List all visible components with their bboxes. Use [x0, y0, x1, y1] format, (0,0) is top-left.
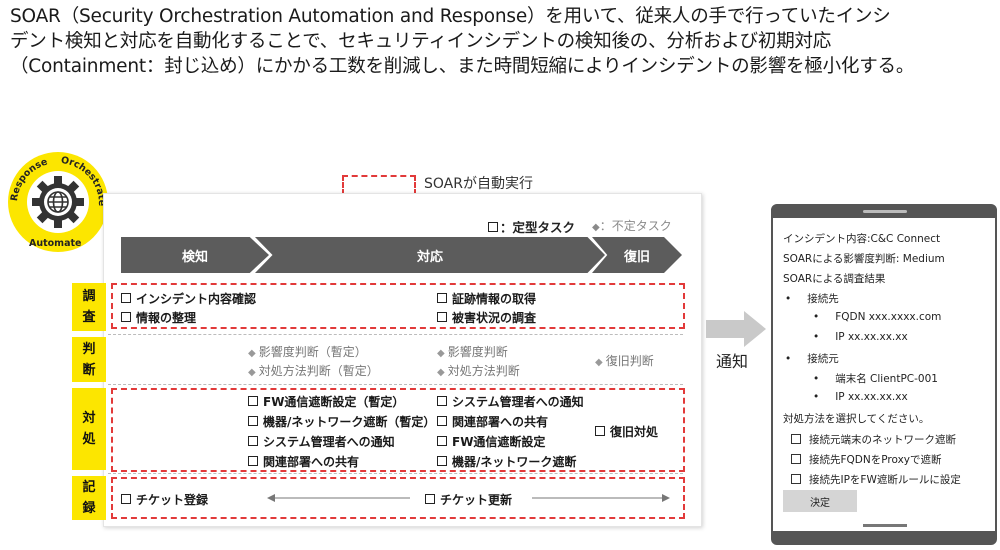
investigation-result-title: SOARによる調査結果: [783, 273, 886, 285]
row-separator: [108, 334, 683, 336]
soar-area-record: [111, 477, 685, 519]
row-label-char: 記: [82, 480, 96, 495]
intro-text: SOAR（Security Orchestration Automation a…: [10, 4, 995, 79]
badge-automate-label: Automate: [29, 238, 81, 249]
task-item: FW通信遮断設定（暫定）: [248, 393, 404, 410]
task-item: チケット更新: [425, 491, 512, 508]
intro-line-1: SOAR（Security Orchestration Automation a…: [10, 6, 891, 27]
intro-line-3: （Containment：封じ込め）にかかる工数を削減し、また時間短縮によりイン…: [10, 56, 915, 77]
dest-heading: •接続先: [785, 293, 839, 305]
legend-soar-text: SOARが自動実行: [424, 176, 533, 192]
optional-task-item: ◆対処方法判断: [437, 364, 520, 378]
task-item: システム管理者への通知: [437, 393, 584, 410]
tablet-device: インシデント内容:C&C Connect SOARによる影響度判断: Mediu…: [771, 204, 997, 545]
dest-ip: •IP xx.xx.xx.xx: [813, 331, 908, 343]
soar-area-respond: [111, 388, 685, 472]
task-item: 機器/ネットワーク遮断（暫定）: [248, 413, 435, 430]
checkbox-icon: [791, 454, 801, 464]
task-item: 情報の整理: [121, 309, 196, 326]
task-item: FW通信遮断設定: [437, 433, 545, 450]
row-label-char: 査: [82, 310, 96, 325]
src-host: •端末名 ClientPC-001: [813, 373, 938, 385]
row-label-judge: 判 断: [72, 337, 106, 382]
tablet-top-bar: [773, 206, 995, 218]
tablet-bottom-bar: [773, 531, 995, 543]
row-separator: [108, 384, 683, 386]
row-label-char: 判: [82, 341, 96, 357]
option-isolate-client[interactable]: 接続元端末のネットワーク遮断: [791, 432, 956, 447]
checkbox-icon: [791, 434, 801, 444]
incident-content: インシデント内容:C&C Connect: [783, 233, 941, 245]
row-label-char: 断: [82, 362, 96, 378]
row-label-investigate: 調 査: [72, 283, 106, 331]
dest-fqdn: •FQDN xxx.xxxx.com: [813, 311, 942, 323]
optional-task-item: ◆影響度判断: [437, 345, 508, 359]
task-item: 機器/ネットワーク遮断: [437, 453, 576, 470]
globe-icon: [47, 191, 69, 213]
arrow-left-icon: [267, 494, 410, 502]
legend-optional-label: ：不定タスク: [599, 219, 672, 233]
row-label-char: 対: [82, 411, 96, 426]
diamond-icon: ◆: [592, 222, 600, 233]
task-item: 関連部署への共有: [437, 413, 548, 430]
notify-label: 通知: [716, 352, 749, 371]
task-item: 証跡情報の取得: [437, 290, 536, 307]
tablet-home-indicator: [863, 524, 907, 527]
soar-area-investigate: [111, 283, 685, 329]
task-item: システム管理者への通知: [248, 433, 395, 450]
decide-button[interactable]: 決定: [783, 490, 857, 512]
row-label-char: 調: [82, 289, 96, 304]
phase-respond: 対応: [255, 237, 605, 273]
optional-task-item: ◆影響度判断（暫定）: [248, 345, 367, 359]
src-heading: •接続元: [785, 353, 839, 365]
task-item: 関連部署への共有: [248, 453, 359, 470]
notify-arrow-icon: [706, 311, 766, 347]
row-label-char: 録: [82, 501, 96, 516]
task-item: 復旧対処: [595, 423, 658, 440]
impact-judgment: SOARによる影響度判断: Medium: [783, 253, 945, 265]
intro-line-2: デント検知と対応を自動化することで、セキュリティインシデントの検知後の、分析およ…: [10, 31, 832, 52]
row-label-char: 処: [82, 432, 96, 447]
task-item: 被害状況の調査: [437, 309, 536, 326]
gear-icon: [32, 176, 84, 228]
row-separator: [108, 473, 683, 475]
checkbox-icon: [791, 474, 801, 484]
option-block-fqdn-proxy[interactable]: 接続先FQDNをProxyで遮断: [791, 452, 942, 467]
choose-action-prompt: 対処方法を選択してください。: [783, 413, 930, 425]
src-ip: •IP xx.xx.xx.xx: [813, 391, 908, 403]
row-label-record: 記 録: [72, 476, 106, 520]
task-item: インシデント内容確認: [121, 290, 256, 307]
legend-optional: ◆：不定タスク: [592, 217, 672, 234]
checkbox-square-icon: [488, 222, 498, 232]
legend-task: ：定型タスク: [488, 217, 575, 236]
soar-badge-icon: Response Orchestrate Automate: [8, 152, 108, 252]
task-item: チケット登録: [121, 491, 208, 508]
arrow-right-icon: [532, 494, 670, 502]
legend-task-label: ：定型タスク: [500, 220, 576, 235]
optional-task-item: ◆復旧判断: [595, 354, 654, 368]
row-label-respond: 対 処: [72, 388, 106, 470]
option-block-ip-fw[interactable]: 接続先IPをFW遮断ルールに設定: [791, 472, 961, 487]
legend-soar-box: [342, 175, 416, 195]
optional-task-item: ◆対処方法判断（暫定）: [248, 364, 379, 378]
phase-detect: 検知: [121, 237, 269, 273]
